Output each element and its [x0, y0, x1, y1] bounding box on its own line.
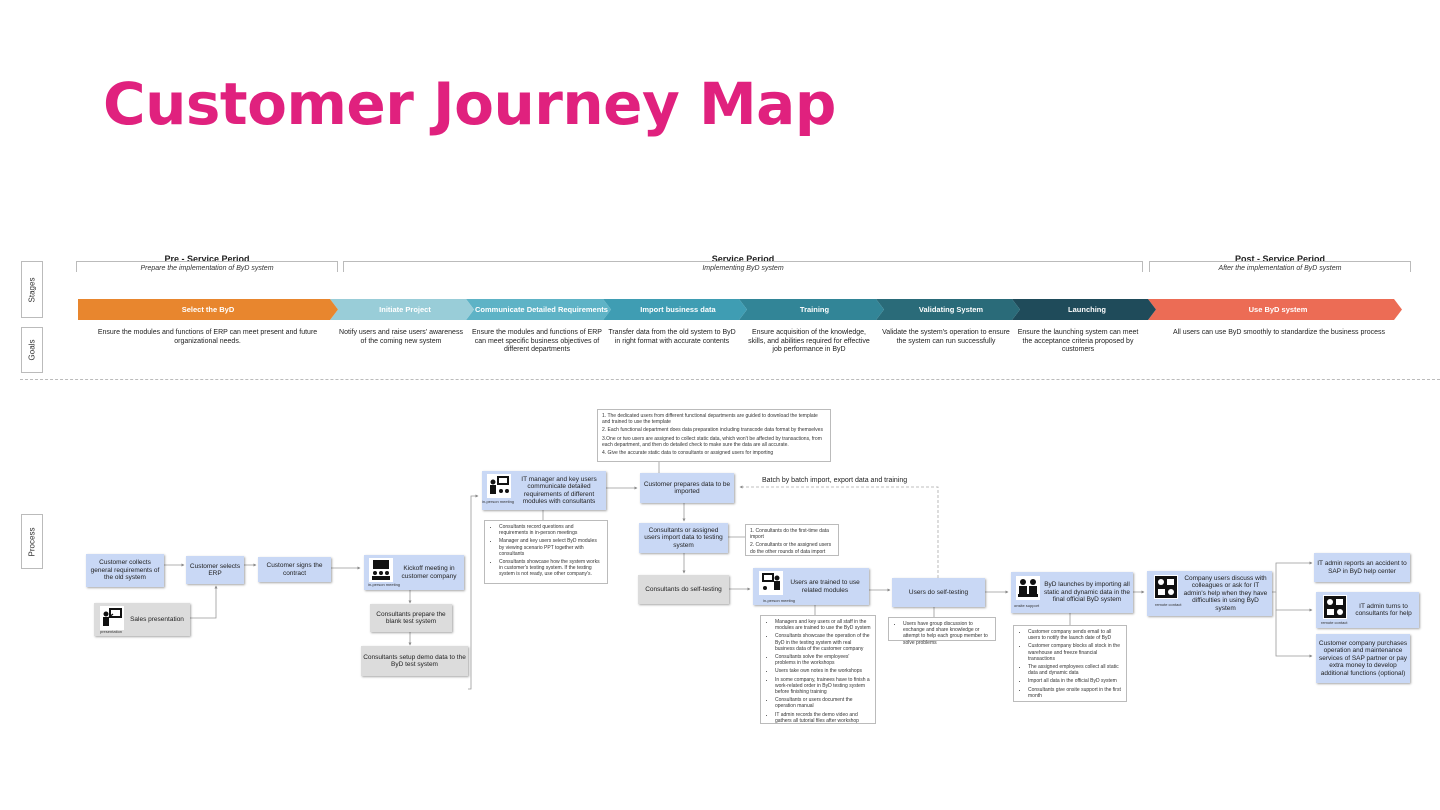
stage-training: Training	[739, 299, 884, 320]
note-item: Consultants solve the employees' problem…	[775, 654, 871, 666]
note-item: 2. Each functional department does data …	[602, 427, 823, 434]
note-item: Customer company sends email to all user…	[1028, 629, 1122, 641]
note-item: 4. Give the accurate static data to cons…	[602, 450, 774, 457]
validating-notes: Users have group discussion to exchange …	[888, 617, 996, 646]
stage-validating: Validating System	[876, 299, 1020, 320]
training-notes: Managers and key users or all staff in t…	[760, 615, 876, 724]
sign-contract-box: Customer signs the contract	[258, 557, 331, 582]
note-item: 1. Consultants do the first-time data im…	[750, 528, 829, 541]
note-item: 2. Consultants or the assigned users do …	[750, 542, 832, 555]
goal-select: Ensure the modules and functions of ERP …	[97, 329, 318, 345]
goal-initiate: Notify users and raise users' awareness …	[339, 329, 463, 345]
communicate-notes: Consultants record questions and require…	[484, 520, 608, 584]
goal-use: All users can use ByD smoothly to standa…	[1172, 329, 1386, 336]
select-erp-box: Customer selects ERP	[186, 556, 244, 584]
data-preparation-notes: 1. The dedicated users from different fu…	[597, 409, 831, 462]
note-item: IT admin records the demo video and gath…	[775, 712, 871, 724]
note-item: Consultants or users document the operat…	[775, 697, 871, 709]
meeting-icon	[369, 558, 393, 582]
goals-label: Goals	[21, 327, 43, 373]
page-title: Customer Journey Map	[103, 70, 836, 138]
kickoff-caption: in-person meeting	[368, 582, 401, 587]
report-accident-box: IT admin reports an accident to SAP in B…	[1314, 553, 1410, 582]
stage-initiate: Initiate Project	[330, 299, 474, 320]
onsite-support-icon	[1016, 576, 1040, 600]
remote-contact-icon	[1323, 595, 1347, 619]
stage-select: Select the ByD	[78, 299, 338, 320]
note-item: In some company, trainees have to finish…	[775, 677, 871, 696]
note-item: Users have group discussion to exchange …	[903, 621, 991, 646]
note-item: Customer company blocks all stock in the…	[1028, 643, 1122, 662]
goal-launching: Ensure the launching system can meet the…	[1017, 329, 1139, 353]
launch-caption: onsite support	[1014, 603, 1040, 608]
process-label: Process	[21, 514, 43, 569]
note-item: 1. The dedicated users from different fu…	[602, 413, 818, 426]
period-service-bracket	[343, 261, 1143, 272]
discuss-caption: remote contact	[1155, 602, 1182, 607]
sales-caption: presentation	[100, 629, 123, 634]
note-item: Managers and key users or all staff in t…	[775, 619, 871, 631]
goal-import: Transfer data from the old system to ByD…	[608, 329, 736, 345]
trained-caption: in-person meeting	[763, 598, 796, 603]
stage-use: Use ByD system	[1148, 299, 1402, 320]
stage-launching: Launching	[1012, 299, 1156, 320]
purchase-services-box: Customer company purchases operation and…	[1316, 634, 1410, 683]
import-data-box: Consultants or assigned users import dat…	[639, 523, 728, 553]
goal-validating: Validate the system's operation to ensur…	[882, 329, 1010, 345]
import-notes: 1. Consultants do the first-time data im…	[745, 524, 839, 556]
users-self-testing-box: Users do self-testing	[892, 578, 985, 607]
turns-caption: remote contact	[1321, 620, 1348, 625]
presenter-icon	[487, 474, 511, 498]
period-post: Post - Service Period After the implemen…	[1218, 254, 1342, 272]
note-item: Consultants record questions and require…	[499, 524, 603, 536]
note-item: Manager and key users select ByD modules…	[499, 538, 603, 557]
note-item: Consultants showcase the operation of th…	[775, 633, 871, 652]
period-service: Service Period Implementing ByD system	[702, 254, 784, 272]
period-pre: Pre - Service Period Prepare the impleme…	[140, 254, 274, 272]
goal-training: Ensure acquisition of the knowledge, ski…	[748, 329, 870, 353]
note-item: Users take own notes in the workshops	[775, 668, 871, 674]
note-item: Consultants showcase how the system work…	[499, 559, 603, 578]
it-caption: in-person meeting	[482, 499, 515, 504]
note-item: The assigned employees collect all stati…	[1028, 664, 1122, 676]
goal-communicate: Ensure the modules and functions of ERP …	[472, 329, 602, 353]
collect-requirements-box: Customer collects general requirements o…	[86, 554, 164, 587]
prepare-blank-system-box: Consultants prepare the blank test syste…	[370, 604, 452, 632]
stages-label: Stages	[21, 261, 43, 318]
period-post-bracket	[1149, 261, 1411, 272]
launch-notes: Customer company sends email to all user…	[1013, 625, 1127, 702]
prepare-data-box: Customer prepares data to be imported	[640, 473, 734, 503]
note-item: Consultants give onsite support in the f…	[1028, 687, 1122, 699]
stage-import: Import business data	[603, 299, 747, 320]
remote-contact-icon	[1154, 575, 1178, 599]
note-item: Import all data in the official ByD syst…	[1028, 678, 1122, 684]
trainer-icon	[759, 571, 783, 595]
section-divider	[20, 379, 1440, 380]
presentation-icon	[100, 606, 124, 630]
setup-demo-data-box: Consultants setup demo data to the ByD t…	[361, 646, 468, 676]
note-item: 3.One or two users are assigned to colle…	[602, 435, 822, 448]
stage-communicate: Communicate Detailed Requirements	[466, 299, 611, 320]
consultants-self-testing-box: Consultants do self-testing	[638, 575, 729, 604]
period-pre-bracket	[76, 261, 338, 272]
batch-label: Batch by batch import, export data and t…	[762, 477, 908, 484]
